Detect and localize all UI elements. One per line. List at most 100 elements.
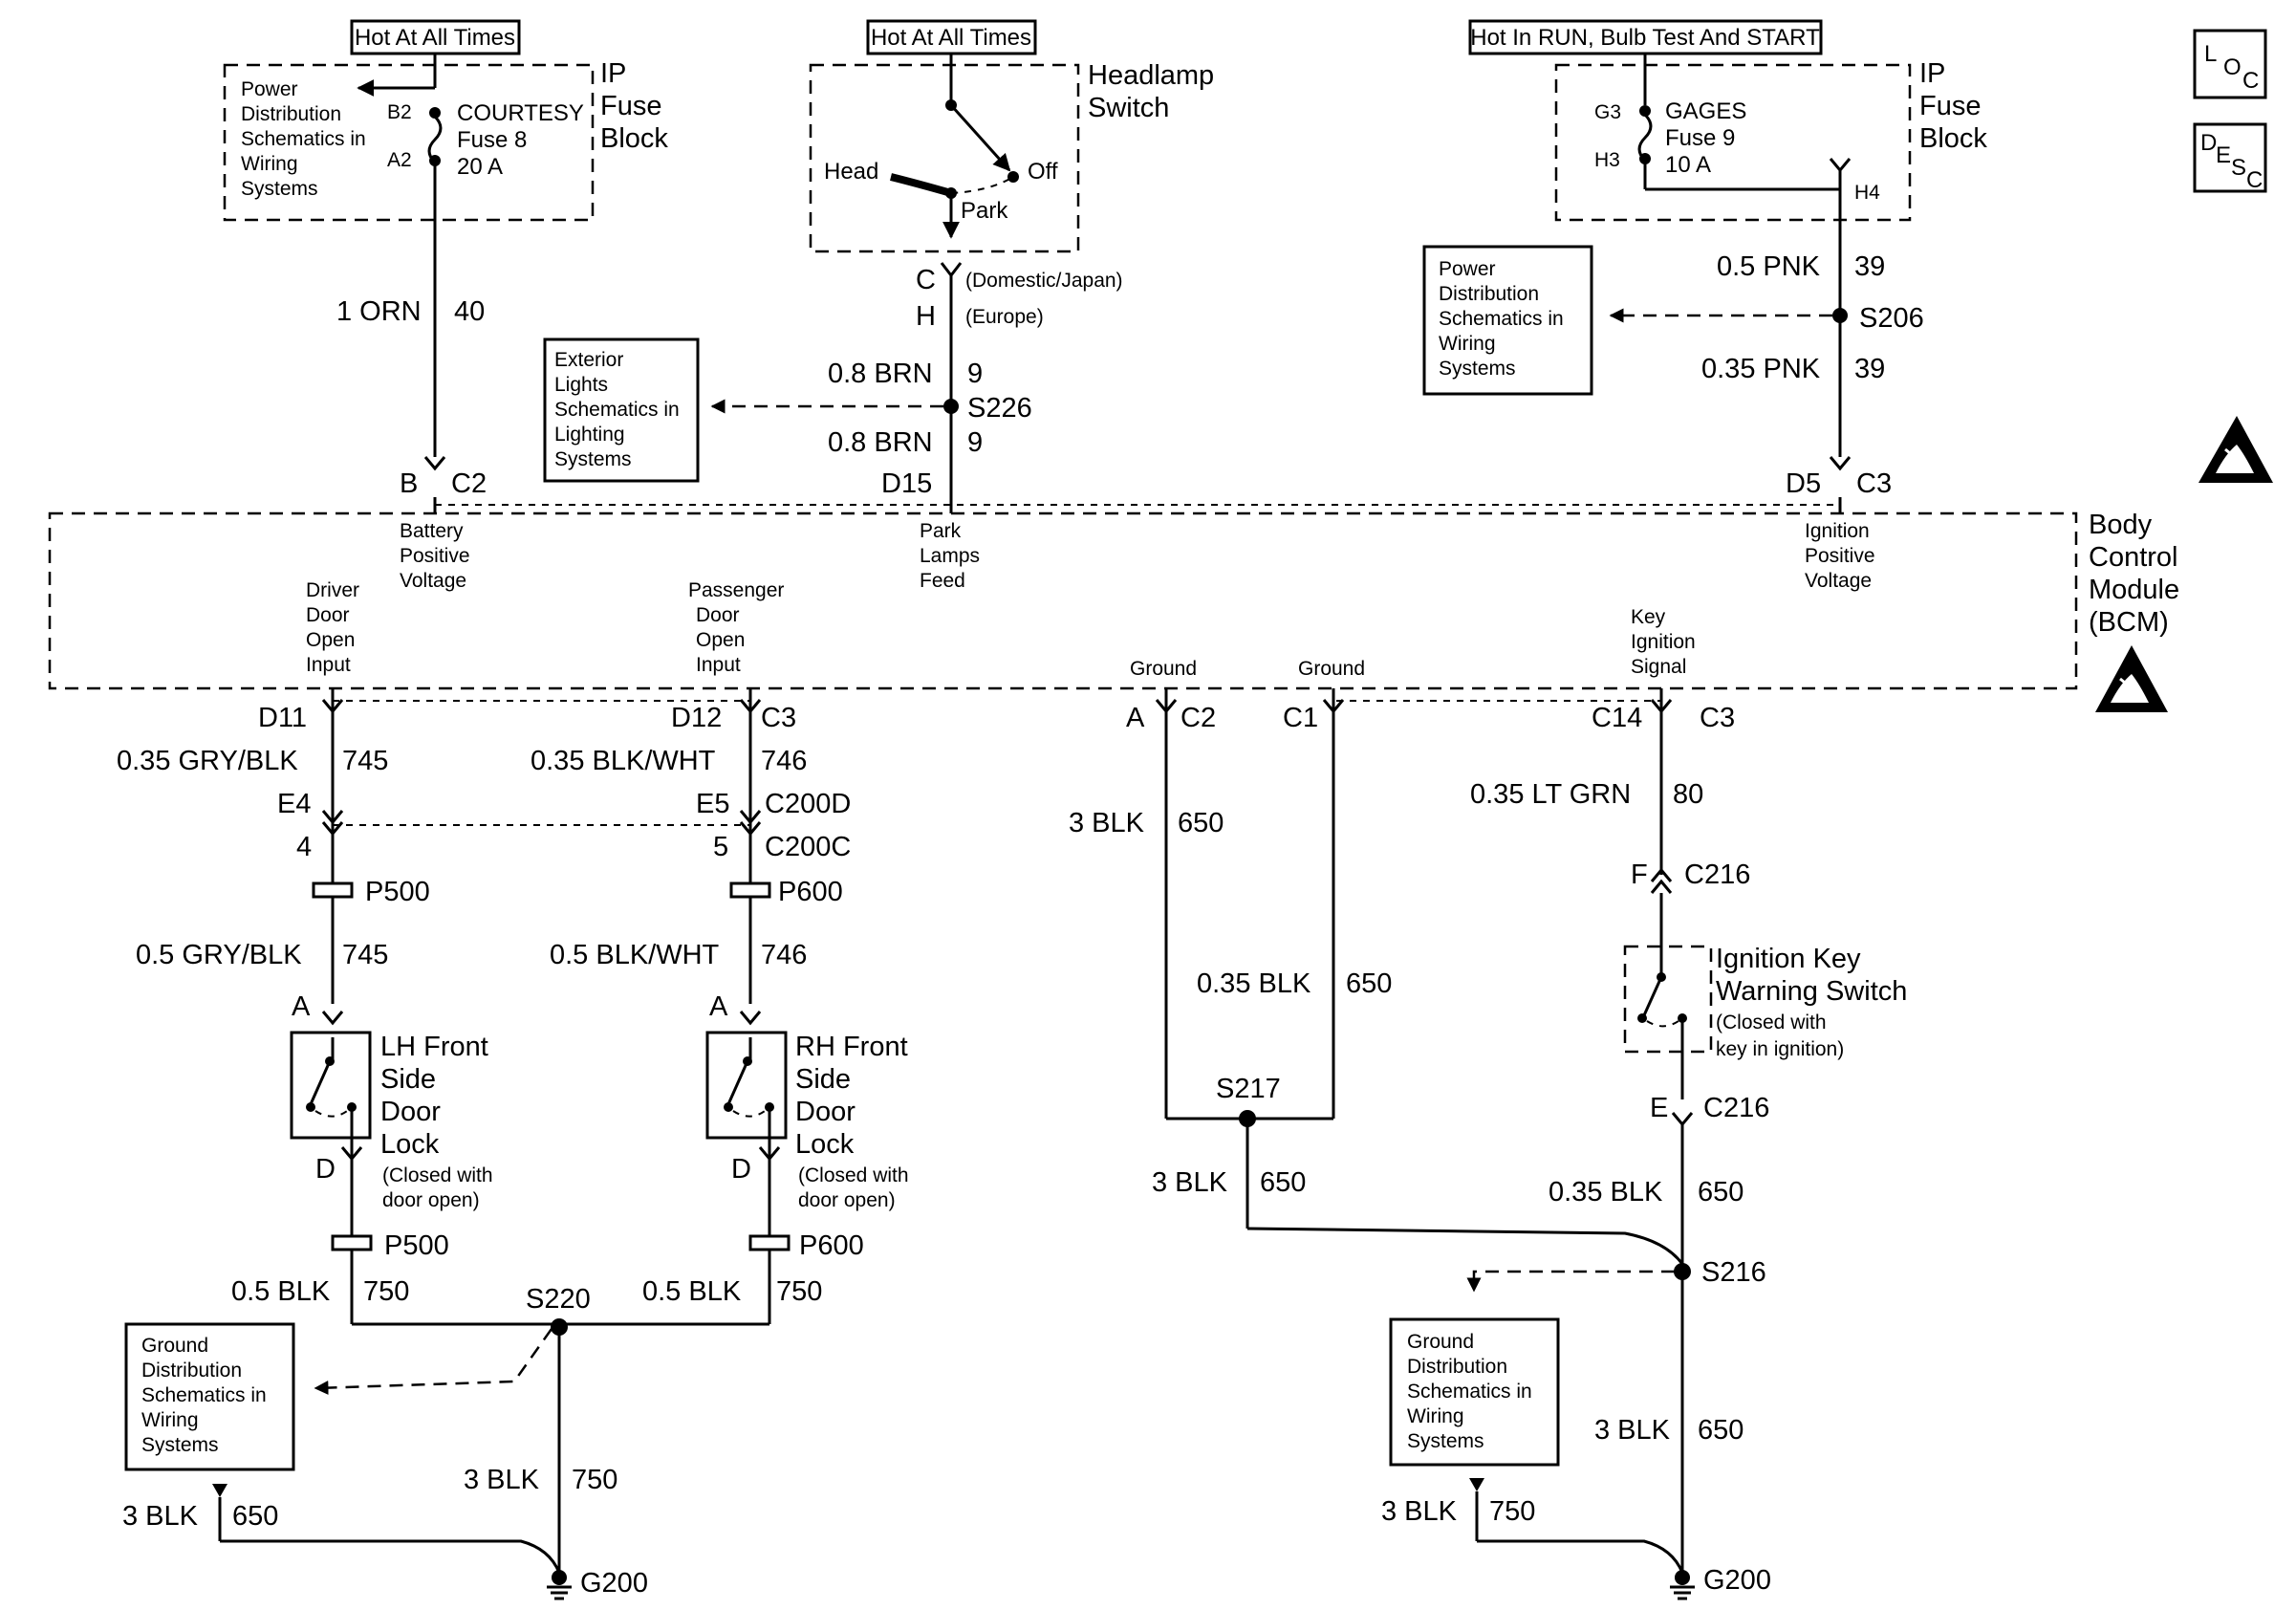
- desc-icon-s: S: [2231, 155, 2246, 181]
- rh-switch-3: Door: [795, 1097, 856, 1127]
- left-ground: S220 Ground Distribution Schematics in W…: [122, 1284, 769, 1600]
- kb-w3-gauge: 3 BLK: [1594, 1415, 1671, 1446]
- pin-d5: D5: [1786, 468, 1821, 499]
- pin-c2-gnd: C2: [1180, 703, 1216, 733]
- rh-w3-gauge: 0.5 BLK: [642, 1276, 742, 1307]
- rh-switch-2: Side: [795, 1064, 851, 1095]
- power-note-1: Power: [241, 78, 298, 100]
- lh-door-lock-switch: [290, 1031, 372, 1140]
- gm-w1-circuit: 650: [1178, 808, 1224, 838]
- courtesy-fuse-symbol: [427, 115, 443, 164]
- head-label: Head: [824, 159, 878, 185]
- rh-switch-1: RH Front: [795, 1032, 908, 1062]
- pin-c2: C2: [451, 468, 487, 499]
- driver-2: Door: [306, 604, 350, 626]
- pd-note-4: Wiring: [1439, 333, 1496, 355]
- gages-fuse-num: Fuse 9: [1665, 125, 1735, 151]
- wire-brn-top-circuit: 9: [967, 359, 983, 389]
- ext-note-1: Exterior: [554, 349, 623, 371]
- courtesy-fuse-num: Fuse 8: [457, 127, 527, 153]
- pd-note-2: Distribution: [1439, 283, 1539, 305]
- ignition-1: Ignition: [1805, 520, 1870, 542]
- kb-w1-gauge: 0.35 LT GRN: [1470, 779, 1631, 810]
- wire-brn-bot-circuit: 9: [967, 427, 983, 458]
- desc-icon[interactable]: D E S C: [2193, 122, 2267, 193]
- kb-w2-gauge: 0.35 BLK: [1549, 1177, 1663, 1208]
- ext-note-4: Lighting: [554, 424, 625, 446]
- p600-connector: [729, 881, 771, 899]
- power-note-4: Wiring: [241, 153, 298, 175]
- lh-pin4: 4: [296, 832, 312, 862]
- desc-icon-c: C: [2246, 167, 2263, 193]
- pd-note-1: Power: [1439, 258, 1496, 280]
- gages-fuse-name: GAGES: [1665, 98, 1746, 124]
- loc-icon[interactable]: L O C: [2193, 29, 2267, 99]
- hot-label-left: Hot At All Times: [350, 19, 521, 55]
- gl-main-gauge: 3 BLK: [464, 1465, 540, 1495]
- lh-w1-circuit: 745: [342, 746, 388, 776]
- key-branch: 0.35 LT GRN 80 F C216 Ignition Key Warni…: [1381, 688, 1907, 1600]
- key-1: Key: [1631, 606, 1666, 628]
- wire-orn-gauge: 1 ORN: [336, 296, 422, 327]
- lh-w3-gauge: 0.5 BLK: [231, 1276, 331, 1307]
- power-note-5: Systems: [241, 178, 318, 200]
- bcm-title-4: (BCM): [2089, 607, 2169, 638]
- body-control-module: Body Control Module (BCM) Battery Positi…: [48, 497, 2179, 690]
- hot-label-mid: Hot At All Times: [866, 19, 1037, 55]
- rh-p600: P600: [778, 877, 843, 907]
- hot-label-right: Hot In RUN, Bulb Test And START: [1468, 19, 1823, 55]
- lh-switch-1: LH Front: [380, 1032, 488, 1062]
- gm-w3-circuit: 650: [1260, 1167, 1306, 1198]
- desc-icon-e: E: [2216, 142, 2231, 168]
- lh-closed-1: (Closed with: [382, 1164, 493, 1186]
- ip-fuse-block-left: IP Fuse Block Power Distribution Schemat…: [223, 58, 668, 222]
- splice-s206: [1832, 308, 1848, 323]
- ignition-key-switch: [1623, 945, 1713, 1054]
- splice-s206-label: S206: [1859, 303, 1924, 334]
- lh-w1-gauge: 0.35 GRY/BLK: [117, 746, 298, 776]
- fuse-block-left-title-1: IP: [600, 58, 626, 89]
- kb-f: F: [1631, 859, 1648, 890]
- pd-note-5: Systems: [1439, 358, 1516, 380]
- kb-c216-top: C216: [1684, 859, 1750, 890]
- wire-pnk-bot-gauge: 0.35 PNK: [1701, 354, 1821, 384]
- gr-note-4: Wiring: [1407, 1405, 1464, 1427]
- ext-note-2: Lights: [554, 374, 608, 396]
- splice-s216: [1674, 1263, 1691, 1280]
- loc-icon-o: O: [2223, 54, 2242, 80]
- ip-fuse-block-right: IP Fuse Block G3 H3 H4 GAGES Fuse 9 10 A: [1554, 58, 1987, 222]
- pin-b: B: [400, 468, 418, 499]
- esd-warning-icon: [2095, 645, 2168, 712]
- wire-brn-top-gauge: 0.8 BRN: [828, 359, 933, 389]
- gages-fuse-symbol: [1637, 113, 1653, 163]
- ext-note-5: Systems: [554, 448, 632, 470]
- europe: (Europe): [965, 306, 1044, 328]
- pin-b2: B2: [387, 101, 412, 123]
- passenger-3: Open: [696, 629, 745, 651]
- power-note-3: Schematics in: [241, 128, 366, 150]
- battery-3: Voltage: [400, 570, 466, 592]
- driver-4: Input: [306, 654, 351, 676]
- pin-c1: C1: [1283, 703, 1318, 733]
- hot-label-left-text: Hot At All Times: [355, 25, 515, 51]
- gl-main-circuit: 750: [572, 1465, 617, 1495]
- ground-label-2: Ground: [1298, 658, 1365, 680]
- courtesy-fuse-amps: 20 A: [457, 154, 503, 180]
- pin-h4: H4: [1854, 182, 1880, 204]
- kb-w1-circuit: 80: [1673, 779, 1703, 810]
- domestic-japan: (Domestic/Japan): [965, 270, 1123, 292]
- rh-pin-a: A: [709, 991, 728, 1022]
- pin-c3-mid: C3: [761, 703, 796, 733]
- p500-connector: [312, 881, 354, 899]
- bcm-title-1: Body: [2089, 510, 2153, 540]
- headlamp-switch: Headlamp Switch Head Off Park: [809, 60, 1214, 253]
- hot-label-right-text: Hot In RUN, Bulb Test And START: [1470, 25, 1820, 51]
- pin-c14: C14: [1592, 703, 1642, 733]
- g200-left: G200: [580, 1568, 648, 1599]
- park-feed-3: Feed: [920, 570, 965, 592]
- passenger-1: Passenger: [688, 579, 784, 601]
- hl-pin-h: H: [916, 301, 936, 332]
- passenger-4: Input: [696, 654, 741, 676]
- gl-note-1: Ground: [141, 1335, 208, 1357]
